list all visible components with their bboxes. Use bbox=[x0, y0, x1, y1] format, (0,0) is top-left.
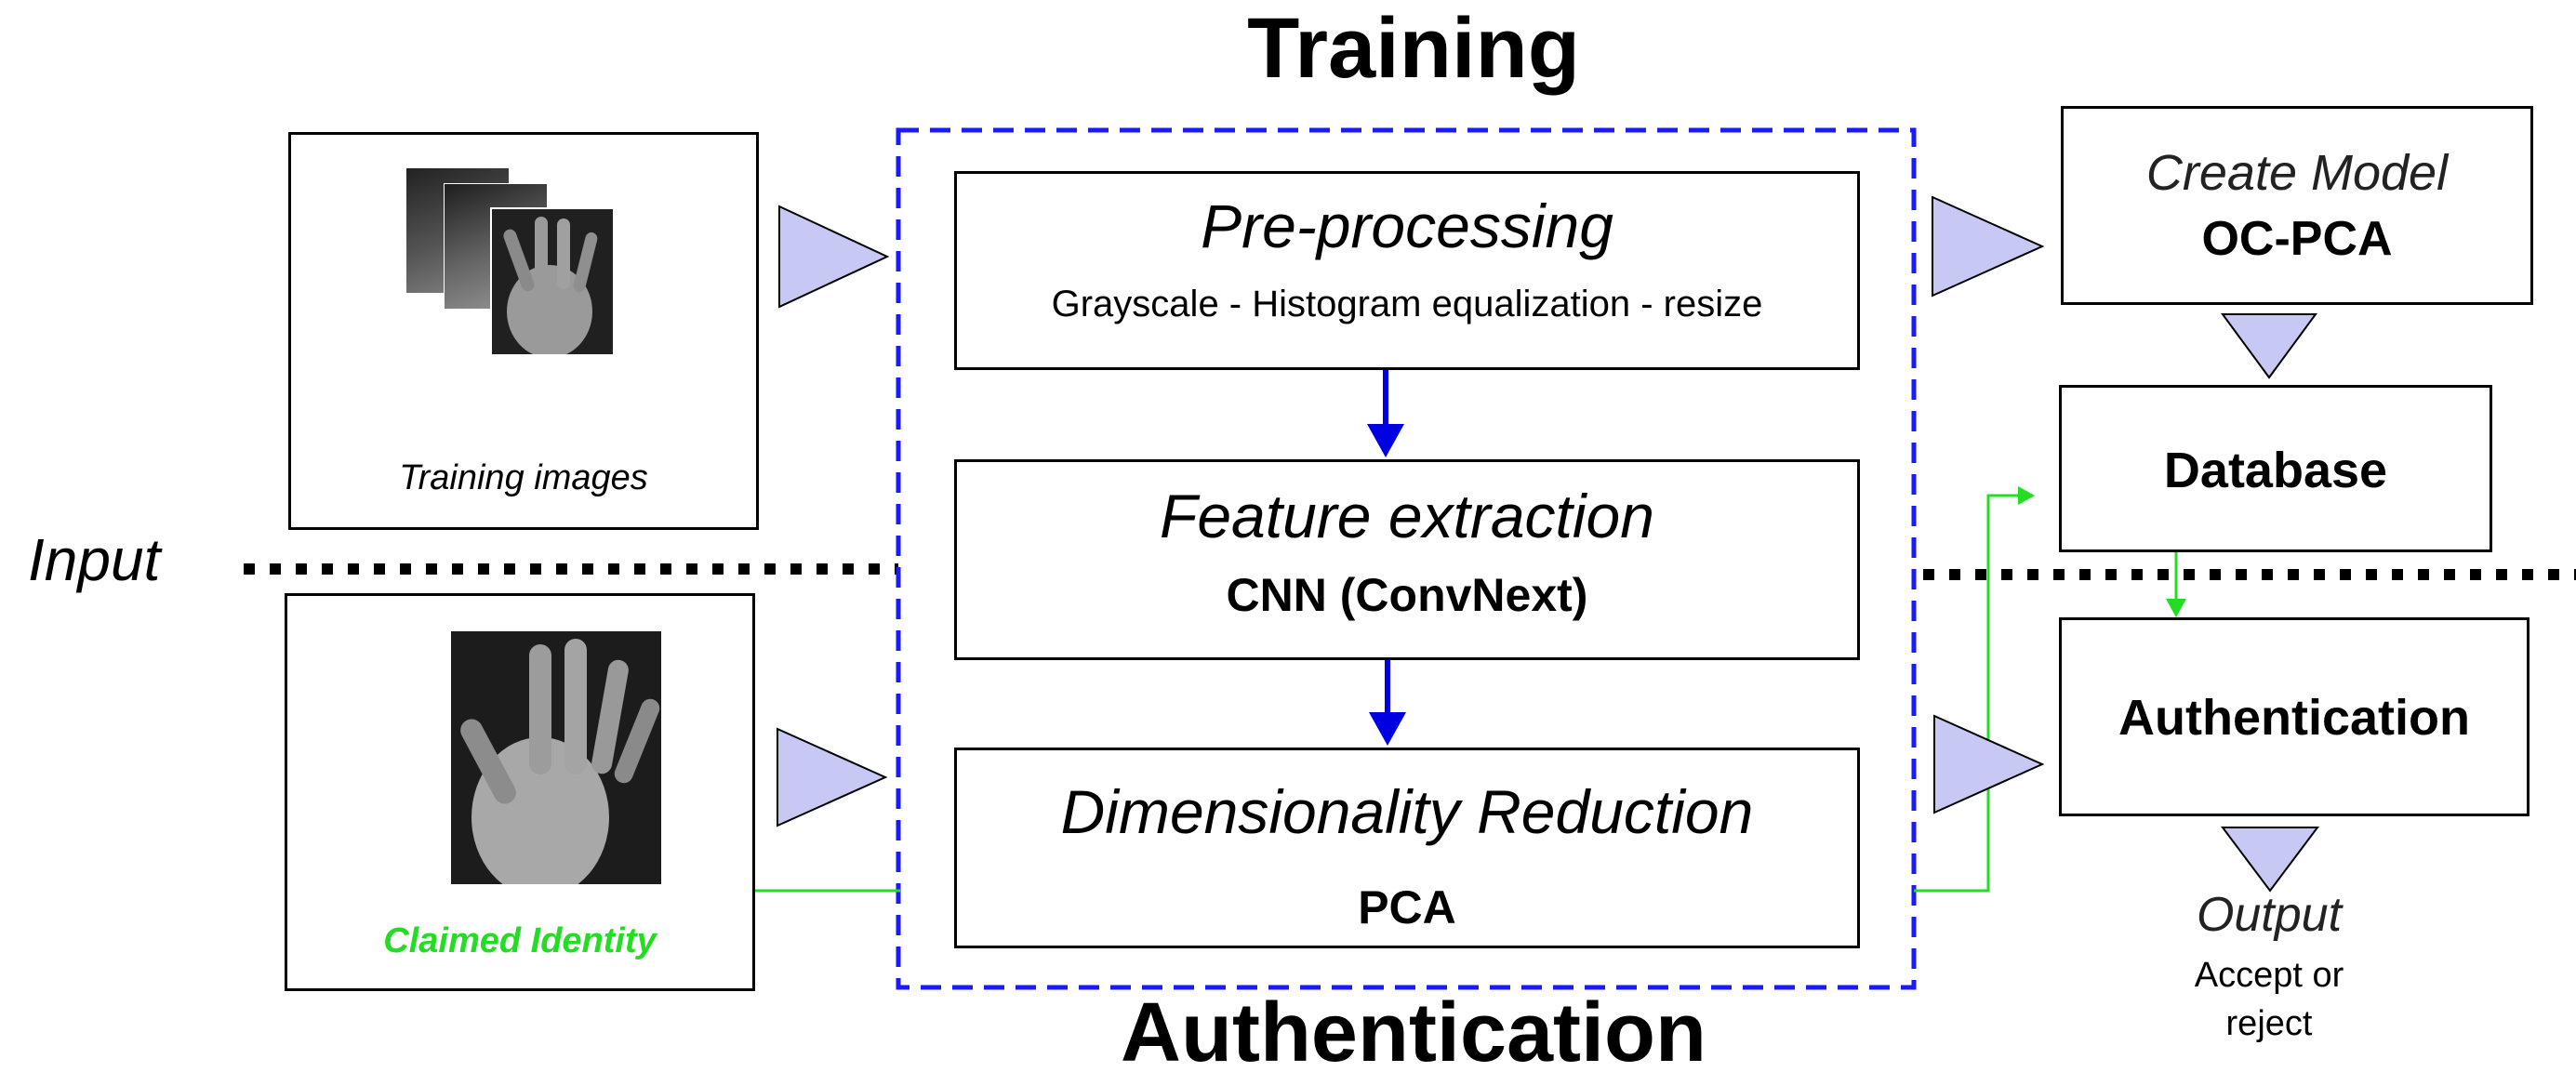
create-model-title: Create Model bbox=[2145, 145, 2449, 201]
training-input-triangle bbox=[778, 205, 890, 309]
feature-extraction-subtitle: CNN (ConvNext) bbox=[1226, 569, 1588, 621]
output-line-2: reject bbox=[2225, 1004, 2313, 1043]
feature-extraction-title: Feature extraction bbox=[1160, 482, 1654, 550]
flow-arrow-2-head bbox=[1369, 712, 1406, 746]
training-hand-thumb-front bbox=[490, 207, 615, 356]
model-input-triangle bbox=[1932, 195, 2045, 298]
database-to-auth-arrowhead bbox=[2166, 599, 2186, 617]
authentication-box: Authentication bbox=[2059, 617, 2530, 816]
create-model-subtitle: OC-PCA bbox=[2201, 212, 2393, 266]
feature-extraction-box: Feature extraction CNN (ConvNext) bbox=[954, 459, 1860, 660]
hand-sketch-icon bbox=[492, 209, 613, 354]
training-images-caption: Training images bbox=[399, 458, 648, 497]
preprocessing-subtitle: Grayscale - Histogram equalization - res… bbox=[1051, 284, 1763, 324]
auth-input-triangle bbox=[1933, 714, 2045, 814]
dimensionality-reduction-subtitle: PCA bbox=[1358, 881, 1456, 933]
input-label: Input bbox=[28, 526, 161, 593]
output-line-1: Accept or bbox=[2194, 956, 2344, 995]
training-title: Training bbox=[1247, 1, 1580, 96]
model-to-database-triangle bbox=[2221, 313, 2317, 379]
pca-to-database-arrowhead bbox=[2018, 486, 2035, 505]
create-model-box: Create Model OC-PCA bbox=[2061, 106, 2533, 305]
database-box: Database bbox=[2059, 385, 2492, 552]
pca-to-database-link bbox=[1914, 494, 2033, 893]
database-title: Database bbox=[2163, 443, 2388, 498]
claimed-identity-caption: Claimed Identity bbox=[383, 921, 657, 960]
output-title: Output bbox=[2196, 888, 2343, 942]
authentication-title: Authentication bbox=[1121, 986, 1706, 1072]
claimed-input-triangle bbox=[777, 727, 888, 827]
claimed-identity-panel: Claimed Identity bbox=[285, 593, 755, 991]
preprocessing-title: Pre-processing bbox=[1201, 192, 1613, 260]
claimed-hand-image bbox=[451, 631, 661, 884]
training-images-panel: Training images bbox=[288, 132, 759, 530]
process-frame bbox=[896, 127, 1917, 990]
authentication-box-title: Authentication bbox=[2118, 690, 2470, 746]
flow-arrow-1-head bbox=[1367, 424, 1404, 457]
dimensionality-reduction-title: Dimensionality Reduction bbox=[1060, 777, 1754, 846]
auth-to-output-triangle bbox=[2221, 827, 2319, 893]
dimensionality-reduction-box: Dimensionality Reduction PCA bbox=[954, 748, 1860, 948]
preprocessing-box: Pre-processing Grayscale - Histogram equ… bbox=[954, 171, 1860, 370]
claimed-hand-icon bbox=[451, 631, 661, 884]
